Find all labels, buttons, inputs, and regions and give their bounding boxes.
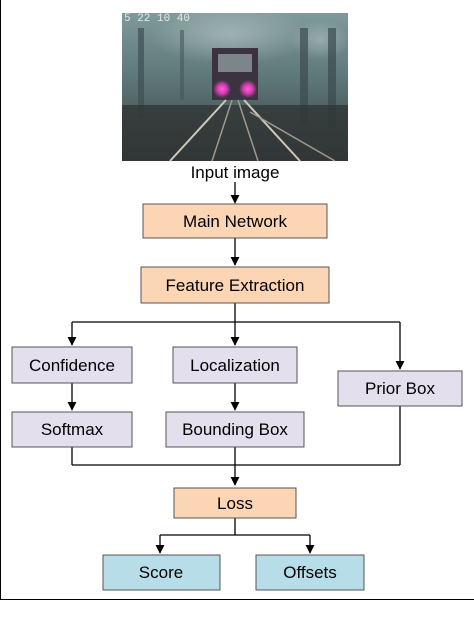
node-confidence-label: Confidence (29, 356, 115, 375)
node-localization-label: Localization (190, 356, 280, 375)
node-prior-box-label: Prior Box (365, 379, 435, 398)
node-prior-box: Prior Box (337, 370, 463, 407)
input-image-photo: 5 22 10 40 (122, 5, 350, 162)
node-loss-label: Loss (217, 494, 253, 513)
node-offsets-label: Offsets (283, 563, 337, 582)
node-score: Score (102, 554, 221, 591)
node-feature-extraction: Feature Extraction (140, 266, 330, 304)
node-score-label: Score (139, 563, 183, 582)
node-main-network-label: Main Network (183, 212, 287, 231)
node-main-network: Main Network (142, 203, 328, 239)
node-confidence: Confidence (11, 346, 133, 384)
node-offsets: Offsets (255, 554, 365, 591)
node-loss: Loss (173, 487, 297, 519)
node-softmax: Softmax (11, 411, 133, 448)
input-image-caption: Input image (191, 163, 280, 182)
node-softmax-label: Softmax (41, 420, 104, 439)
node-bounding-box: Bounding Box (165, 411, 305, 448)
figure-frame (0, 0, 474, 600)
node-feature-extraction-label: Feature Extraction (166, 276, 305, 295)
connectors (67, 182, 405, 554)
photo-timestamp: 5 22 10 40 (124, 13, 190, 25)
node-localization: Localization (172, 346, 298, 384)
node-bounding-box-label: Bounding Box (182, 420, 288, 439)
